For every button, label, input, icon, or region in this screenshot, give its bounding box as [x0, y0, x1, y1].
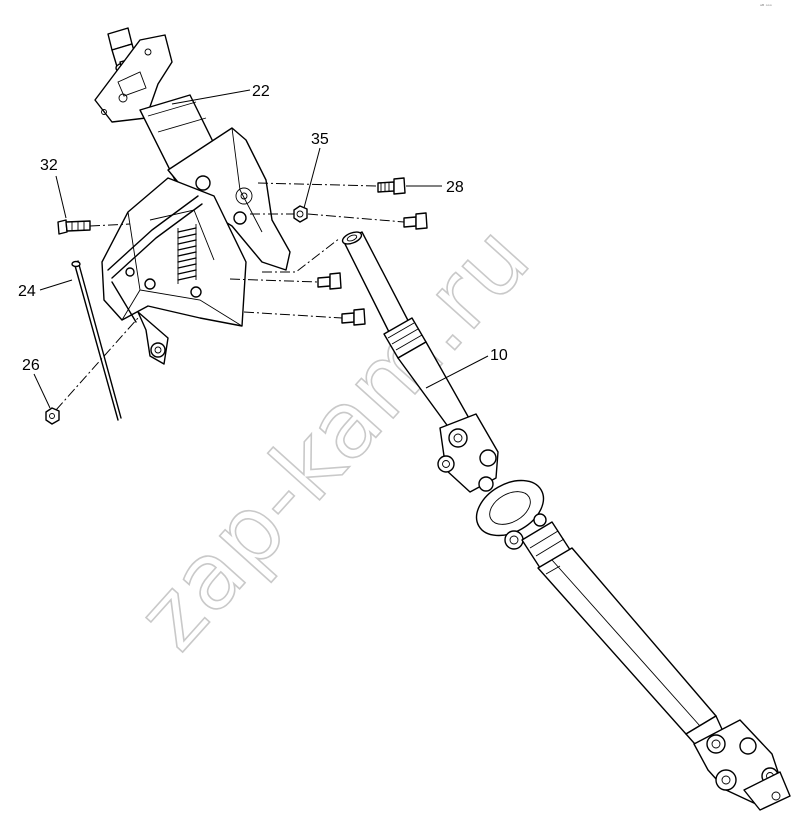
svg-text:24: 24 [18, 283, 36, 300]
corner-mark: ᵃᴮ ᵒᵒᵒ [760, 4, 772, 10]
callout-22: 22 [171, 83, 270, 105]
bolt-upper-right [403, 212, 428, 230]
tie-rod-24 [71, 260, 122, 421]
alignment-lines [55, 182, 405, 411]
callout-10: 10 [425, 347, 508, 389]
svg-text:35: 35 [311, 131, 329, 148]
spring [177, 224, 197, 284]
svg-text:32: 32 [40, 157, 58, 174]
nut-26 [45, 407, 60, 425]
bolt-28 [377, 177, 406, 195]
bolt-middle [317, 272, 342, 290]
svg-text:22: 22 [252, 83, 270, 100]
bolt-32 [57, 219, 91, 235]
callout-32: 32 [40, 157, 67, 219]
bolt-lower [341, 308, 366, 326]
intermediate-shaft-10 [341, 231, 791, 811]
steering-column-bracket [94, 27, 291, 365]
callout-35: 35 [303, 131, 329, 209]
svg-text:26: 26 [22, 357, 40, 374]
svg-text:10: 10 [490, 347, 508, 364]
callout-26: 26 [22, 357, 51, 409]
svg-text:28: 28 [446, 179, 464, 196]
nut-35 [293, 205, 308, 223]
callout-24: 24 [18, 279, 73, 300]
callout-28: 28 [406, 179, 464, 196]
